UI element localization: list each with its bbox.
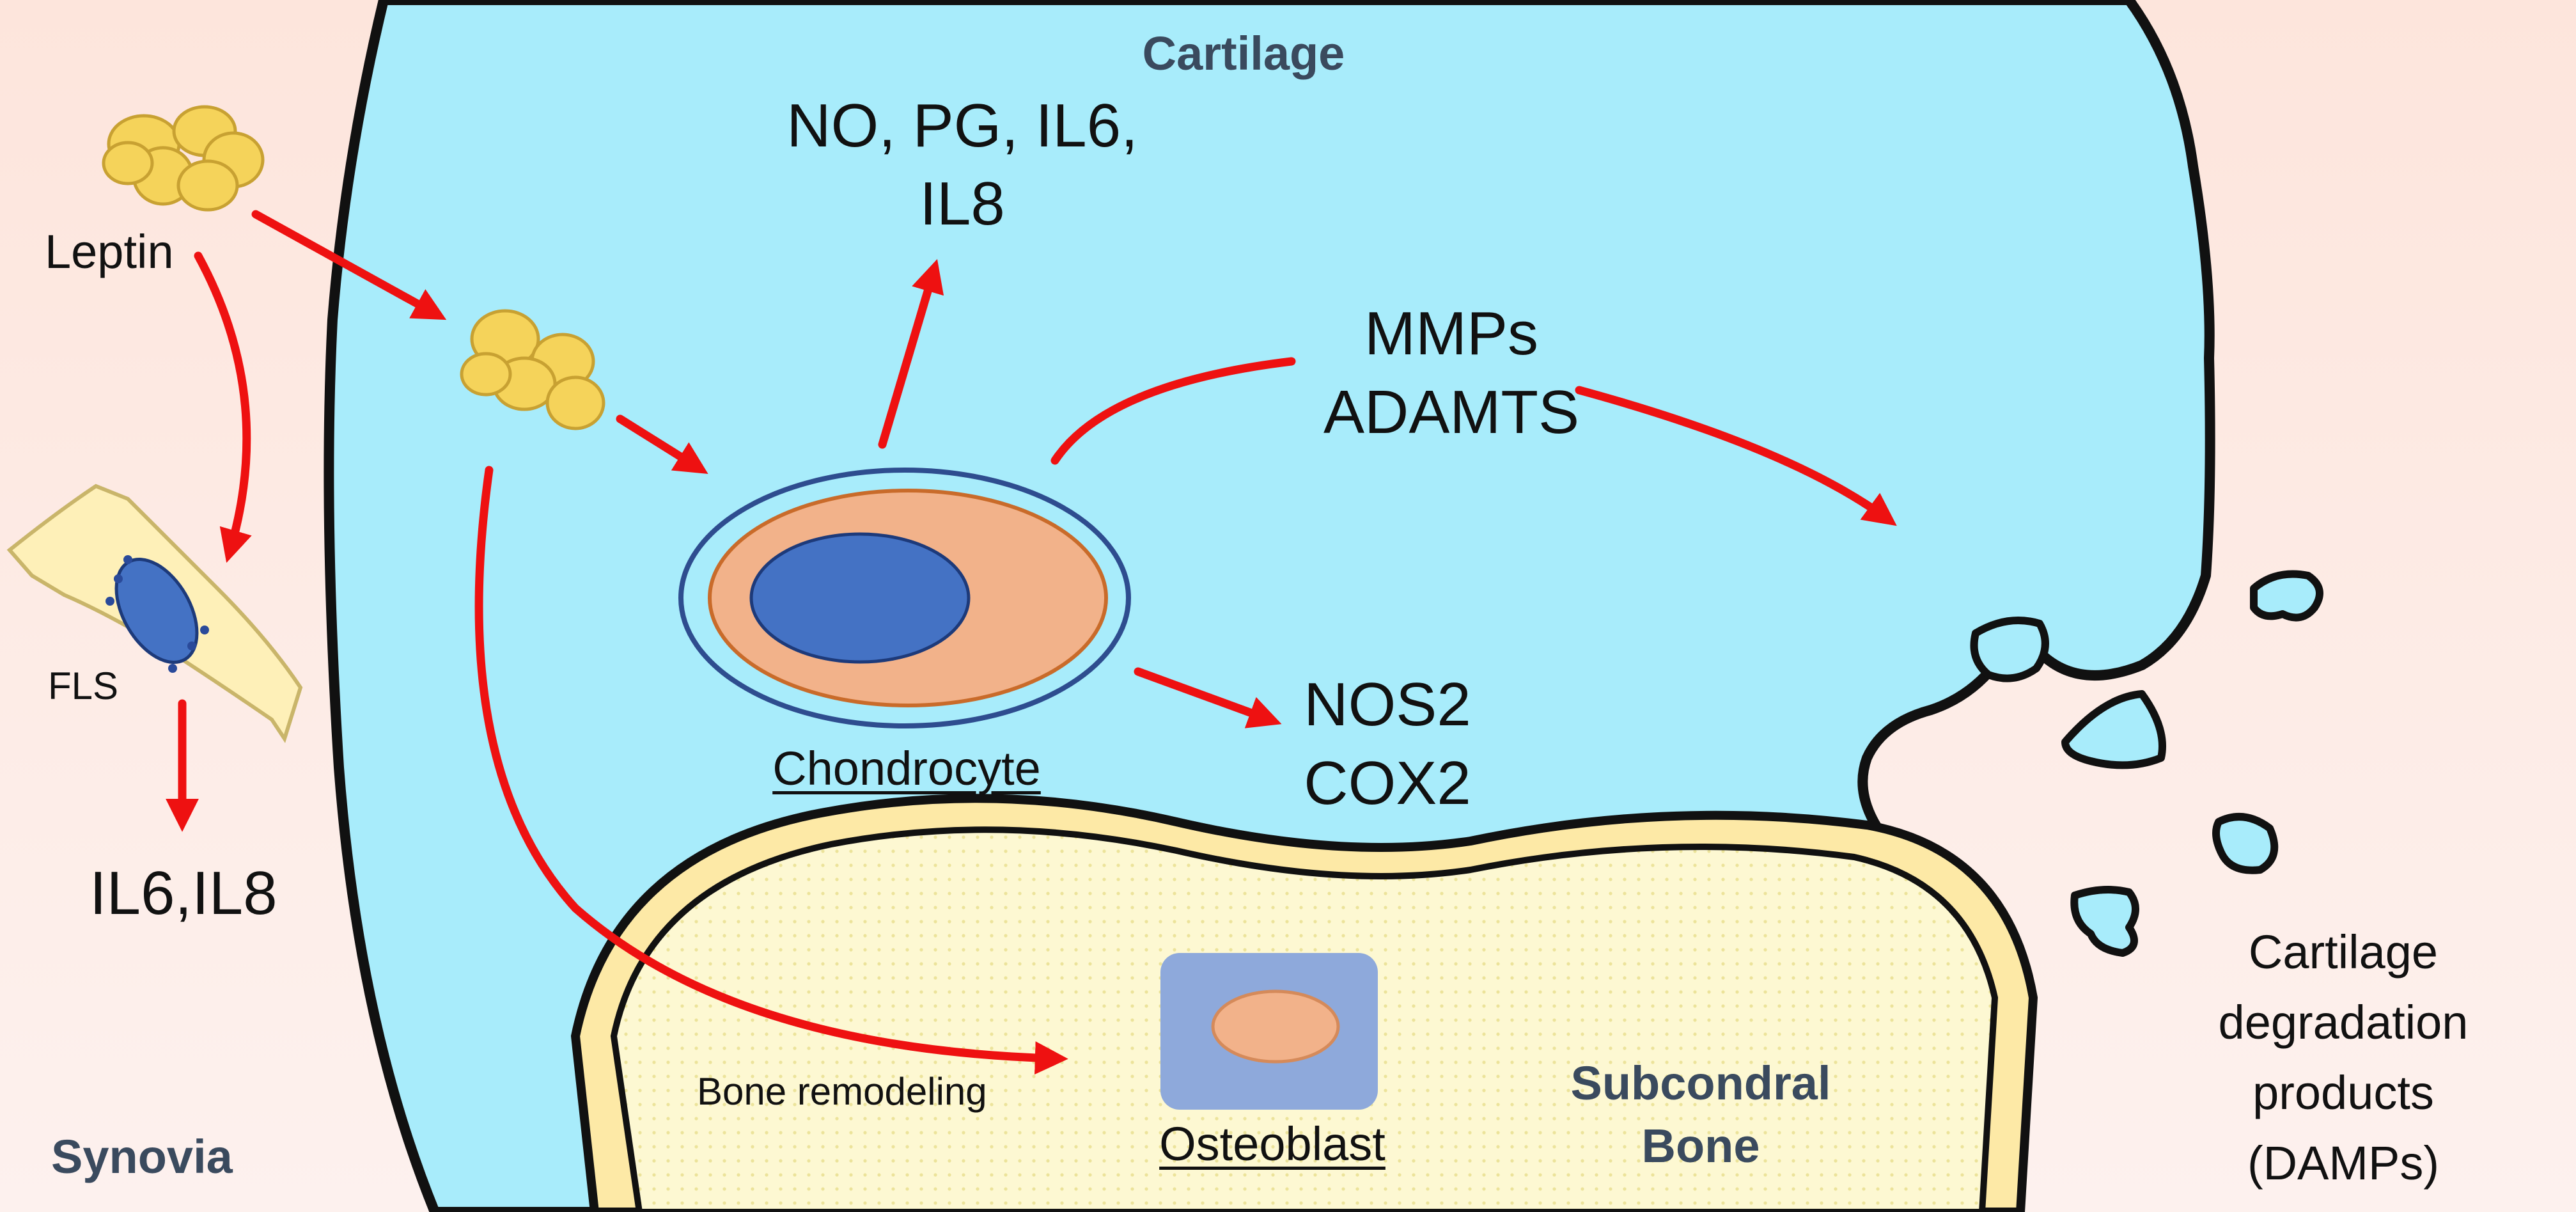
cartilage-label: Cartilage bbox=[1142, 27, 1345, 80]
arrow-leptin-to-fls bbox=[194, 251, 252, 563]
degradation-label-line2: degradation bbox=[2218, 996, 2469, 1049]
signal-arrows bbox=[166, 210, 1897, 1075]
fls-label: FLS bbox=[48, 665, 119, 707]
degradation-label-line4: (DAMPs) bbox=[2247, 1137, 2440, 1190]
subchondral-label-line2: Bone bbox=[1641, 1119, 1760, 1172]
degradation-label-line3: products bbox=[2252, 1066, 2434, 1119]
fragment-2 bbox=[1970, 617, 2049, 682]
leptin-cluster-synovia bbox=[102, 105, 265, 212]
fls-products-label: IL6,IL8 bbox=[90, 859, 277, 927]
fragment-3 bbox=[2061, 690, 2166, 769]
degradation-fragments bbox=[1970, 570, 2323, 957]
fragment-5 bbox=[2070, 886, 2139, 957]
enzymes-line1: NOS2 bbox=[1304, 670, 1471, 739]
degradation-label-line1: Cartilage bbox=[2248, 925, 2439, 979]
leptin-cluster-cartilage bbox=[460, 309, 605, 430]
arrow-leptin-to-osteoblast bbox=[474, 466, 1068, 1075]
enzymes-line2: COX2 bbox=[1304, 749, 1471, 817]
fragment-1 bbox=[2250, 570, 2323, 622]
arrow-chondrocyte-to-mmps bbox=[1050, 357, 1296, 465]
arrow-chondrocyte-to-nos2 bbox=[1134, 667, 1282, 728]
arrow-leptin-to-chondrocyte bbox=[616, 414, 708, 475]
arrow-mmps-to-degradation bbox=[1575, 386, 1897, 526]
chondrocyte-products-line1: NO, PG, IL6, bbox=[786, 91, 1138, 160]
chondrocyte-label: Chondrocyte bbox=[772, 742, 1041, 795]
chondrocyte-products-line2: IL8 bbox=[919, 169, 1005, 238]
chondrocyte-cell bbox=[678, 468, 1131, 728]
bone-remodeling-label: Bone remodeling bbox=[697, 1070, 987, 1113]
fls-cell bbox=[6, 484, 303, 743]
proteases-line2: ADAMTS bbox=[1323, 378, 1580, 446]
osteoblast-label: Osteoblast bbox=[1159, 1117, 1386, 1170]
synovia-label: Synovia bbox=[51, 1130, 233, 1183]
proteases-line1: MMPs bbox=[1364, 299, 1538, 368]
arrow-chondrocyte-to-no-pg bbox=[878, 259, 944, 449]
fragment-4 bbox=[2212, 813, 2279, 874]
osteoblast-cell bbox=[1160, 953, 1378, 1110]
arrow-leptin-to-cartilage bbox=[251, 210, 447, 320]
subchondral-label-line1: Subcondral bbox=[1570, 1057, 1831, 1110]
leptin-label: Leptin bbox=[45, 225, 174, 278]
